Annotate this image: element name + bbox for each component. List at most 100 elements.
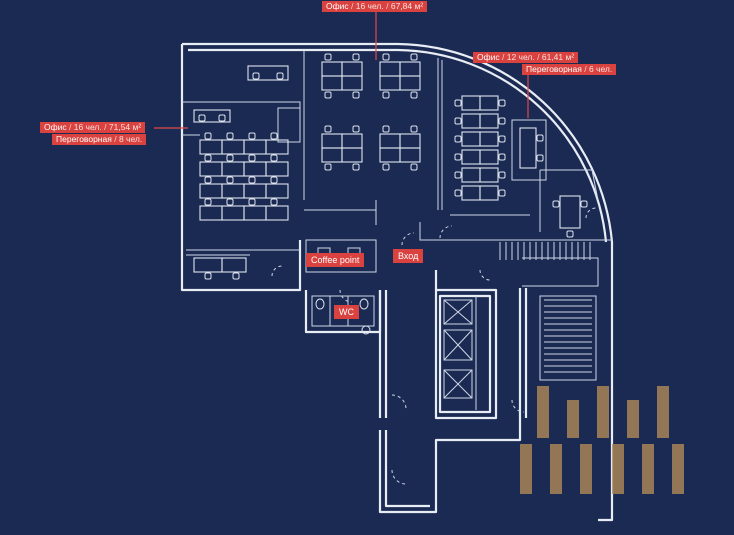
coffee-point-label: Coffee point	[306, 253, 365, 267]
chair	[198, 114, 206, 122]
chair	[270, 176, 278, 184]
chair	[410, 163, 418, 171]
desk	[479, 149, 499, 165]
stairs-top	[499, 242, 591, 260]
desk	[341, 75, 363, 91]
chair	[204, 154, 212, 162]
desk	[247, 65, 289, 81]
desk	[321, 61, 343, 77]
chair	[248, 132, 256, 140]
callout-office-left-name: Офис	[44, 122, 67, 132]
chair	[248, 154, 256, 162]
chair	[454, 135, 462, 143]
leader-lines	[154, 12, 529, 129]
chair	[352, 163, 360, 171]
chair	[498, 99, 506, 107]
desk	[341, 133, 363, 149]
outer-walls	[180, 42, 614, 522]
desk	[199, 161, 223, 177]
desk	[199, 205, 223, 221]
desk	[265, 205, 289, 221]
chair	[324, 91, 332, 99]
callout-office-left: Офис / 16 чел. / 71,54 м²	[40, 122, 146, 133]
desk	[379, 75, 401, 91]
desk	[341, 61, 363, 77]
desk	[265, 183, 289, 199]
chair	[252, 72, 260, 80]
desk	[461, 167, 481, 183]
desk	[243, 139, 267, 155]
desk	[341, 147, 363, 163]
chair	[498, 135, 506, 143]
callout-meeting-left-name: Переговорная	[56, 134, 112, 144]
chair	[226, 198, 234, 206]
callout-office-right: Офис / 12 чел. / 61,41 м²	[473, 52, 579, 63]
callout-office-left-people: 16 чел.	[73, 122, 102, 132]
desk	[399, 147, 421, 163]
chair	[410, 91, 418, 99]
callout-office-top-people: 16 чел.	[355, 1, 384, 11]
chair	[410, 125, 418, 133]
callout-office-left-area: 71,54 м²	[108, 122, 142, 132]
callout-office-top: Офис / 16 чел. / 67,84 м²	[322, 1, 428, 12]
chair	[270, 154, 278, 162]
chair	[498, 153, 506, 161]
desk	[199, 139, 223, 155]
desk	[221, 139, 245, 155]
callout-meeting-right-people: 6 чел.	[588, 64, 613, 74]
stairs-right	[544, 299, 592, 373]
chair	[454, 99, 462, 107]
desk	[461, 185, 481, 201]
chair	[566, 230, 574, 238]
desk	[379, 147, 401, 163]
partitions	[182, 50, 612, 410]
callout-office-top-area: 67,84 м²	[390, 1, 424, 11]
chair	[270, 132, 278, 140]
desk	[379, 61, 401, 77]
chair	[204, 132, 212, 140]
chair	[382, 91, 390, 99]
desk	[461, 131, 481, 147]
desk	[479, 131, 499, 147]
chair	[218, 114, 226, 122]
callout-office-right-area: 61,41 м²	[541, 52, 575, 62]
chair	[536, 154, 544, 162]
chair	[454, 171, 462, 179]
chair	[232, 272, 240, 280]
callout-meeting-right-name: Переговорная	[526, 64, 582, 74]
desk	[479, 185, 499, 201]
desk	[519, 127, 537, 169]
desk	[399, 133, 421, 149]
chair	[248, 198, 256, 206]
entrance-label: Вход	[393, 249, 424, 263]
chair	[270, 198, 278, 206]
desk	[559, 195, 581, 229]
desk	[221, 257, 247, 273]
desk	[479, 167, 499, 183]
desk	[479, 113, 499, 129]
desk	[399, 61, 421, 77]
desk	[379, 133, 401, 149]
callout-office-right-name: Офис	[477, 52, 500, 62]
desk	[221, 205, 245, 221]
chair	[324, 53, 332, 61]
chair	[536, 134, 544, 142]
chair	[382, 125, 390, 133]
chair	[204, 198, 212, 206]
chair	[248, 176, 256, 184]
desk	[321, 147, 343, 163]
desk	[243, 183, 267, 199]
desk	[321, 75, 343, 91]
desk	[265, 161, 289, 177]
desks-top-office	[247, 53, 421, 171]
chair	[352, 91, 360, 99]
chair	[204, 176, 212, 184]
chair	[382, 53, 390, 61]
chair	[498, 171, 506, 179]
chair	[454, 153, 462, 161]
chair	[324, 125, 332, 133]
chair	[352, 53, 360, 61]
chair	[352, 125, 360, 133]
desk	[221, 161, 245, 177]
